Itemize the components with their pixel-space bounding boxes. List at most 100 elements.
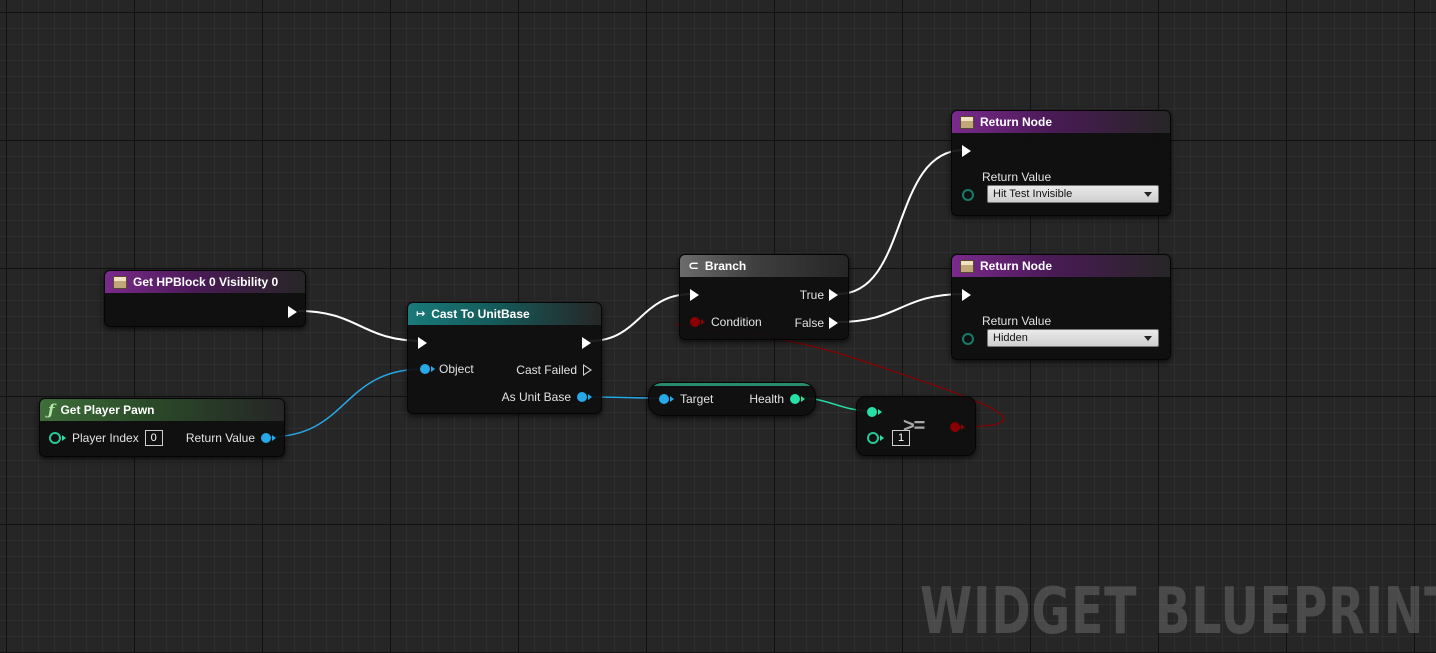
target-pin-icon[interactable] bbox=[659, 394, 669, 404]
health-pin-label: Health bbox=[749, 392, 784, 406]
node-header[interactable]: ↦ Cast To UnitBase bbox=[408, 303, 601, 325]
node-title: Get HPBlock 0 Visibility 0 bbox=[133, 275, 279, 289]
dropdown-value: Hidden bbox=[993, 332, 1028, 344]
object-pin-icon[interactable] bbox=[420, 364, 430, 374]
branch-exec-in-pin-row[interactable] bbox=[690, 287, 699, 303]
pin-arrow-icon bbox=[880, 435, 884, 441]
health-pin-icon[interactable] bbox=[790, 394, 800, 404]
node-title: Return Node bbox=[980, 259, 1052, 273]
return-value-label: Return Value bbox=[982, 170, 1052, 184]
compare-a-pin-row[interactable] bbox=[867, 404, 882, 420]
node-header[interactable]: Return Node bbox=[952, 255, 1170, 277]
return-value-label: Return Value bbox=[982, 314, 1052, 328]
return-node-hit-test-invisible[interactable]: Return Node Return Value Hit Test Invisi… bbox=[951, 110, 1171, 216]
chevron-down-icon bbox=[1144, 192, 1152, 197]
exec-in-pin-icon[interactable] bbox=[962, 289, 971, 301]
greater-equal-compare-node[interactable]: 1 >= bbox=[856, 396, 976, 456]
exec-out-pin-icon[interactable] bbox=[582, 337, 591, 349]
exec-wire-cast-to-branch[interactable] bbox=[589, 293, 693, 342]
node-title: Return Node bbox=[980, 115, 1052, 129]
true-pin-row[interactable]: True bbox=[800, 287, 838, 303]
cast-failed-label: Cast Failed bbox=[516, 363, 577, 377]
return-value-dropdown[interactable]: Hidden bbox=[987, 329, 1159, 347]
pin-arrow-icon bbox=[670, 396, 674, 402]
exec-out-pin-icon[interactable] bbox=[288, 306, 297, 318]
get-hpblock-visibility-node[interactable]: Get HPBlock 0 Visibility 0 bbox=[104, 270, 306, 327]
pin-arrow-icon bbox=[961, 424, 965, 430]
branch-node[interactable]: ⊂ Branch Condition True False bbox=[679, 254, 849, 340]
compare-result-pin-row[interactable] bbox=[950, 419, 965, 435]
false-pin-label: False bbox=[794, 316, 824, 330]
exec-in-pin-row[interactable] bbox=[418, 335, 427, 351]
condition-pin-icon[interactable] bbox=[690, 317, 700, 327]
return-value-label-row: Return Value bbox=[982, 169, 1051, 185]
player-index-pin-icon[interactable] bbox=[49, 432, 61, 444]
branch-icon: ⊂ bbox=[688, 258, 699, 273]
pin-arrow-icon bbox=[272, 435, 276, 441]
cast-to-unitbase-node[interactable]: ↦ Cast To UnitBase Object Cast Failed As… bbox=[407, 302, 602, 414]
return-value-pin-row[interactable] bbox=[962, 331, 974, 347]
return-value-label-row: Return Value bbox=[982, 313, 1051, 329]
exec-in-pin-icon[interactable] bbox=[418, 337, 427, 349]
health-pin-row[interactable]: Health bbox=[749, 391, 805, 407]
compare-b-input[interactable]: 1 bbox=[892, 430, 910, 446]
exec-wire-true-to-return1[interactable] bbox=[837, 149, 965, 295]
pin-arrow-icon bbox=[431, 366, 435, 372]
object-pin-label: Object bbox=[439, 362, 474, 376]
player-index-input[interactable]: 0 bbox=[144, 430, 163, 446]
as-unit-base-label: As Unit Base bbox=[501, 390, 571, 404]
node-title: Get Player Pawn bbox=[60, 403, 155, 417]
pin-arrow-icon bbox=[62, 435, 66, 441]
as-unit-base-pin-row[interactable]: As Unit Base bbox=[502, 389, 592, 405]
exec-out-pin-row[interactable] bbox=[582, 335, 591, 351]
exec-wire-entry-to-cast[interactable] bbox=[297, 310, 425, 342]
cast-failed-exec-pin-icon[interactable] bbox=[583, 364, 592, 376]
compare-operator: >= bbox=[903, 415, 925, 437]
return-value-dropdown[interactable]: Hit Test Invisible bbox=[987, 185, 1159, 203]
get-player-pawn-node[interactable]: ƒ Get Player Pawn Player Index 0 Return … bbox=[39, 398, 285, 457]
exec-in-pin-row[interactable] bbox=[962, 143, 971, 159]
node-title: Cast To UnitBase bbox=[431, 307, 530, 321]
condition-pin-row[interactable]: Condition bbox=[690, 314, 762, 330]
exec-in-pin-row[interactable] bbox=[962, 287, 971, 303]
player-index-pin-row[interactable]: Player Index 0 bbox=[49, 430, 163, 446]
widget-blueprint-watermark: WIDGET BLUEPRINT bbox=[920, 575, 1436, 649]
true-exec-pin-icon[interactable] bbox=[829, 289, 838, 301]
exec-out-pin-row[interactable] bbox=[288, 304, 297, 320]
return-value-label: Return Value bbox=[185, 431, 255, 445]
node-header[interactable]: ⊂ Branch bbox=[680, 255, 848, 277]
exec-in-pin-icon[interactable] bbox=[690, 289, 699, 301]
health-getter-node[interactable]: Target Health bbox=[648, 382, 816, 416]
node-header[interactable]: Get HPBlock 0 Visibility 0 bbox=[105, 271, 305, 293]
object-pin-row[interactable]: Object bbox=[420, 361, 474, 377]
dropdown-value: Hit Test Invisible bbox=[993, 188, 1073, 200]
pin-arrow-icon bbox=[588, 394, 592, 400]
cast-icon: ↦ bbox=[416, 308, 426, 320]
return-value-pin-icon[interactable] bbox=[962, 189, 974, 201]
node-header[interactable]: ƒ Get Player Pawn bbox=[40, 399, 284, 421]
compare-a-pin-icon[interactable] bbox=[867, 407, 877, 417]
compare-b-pin-icon[interactable] bbox=[867, 432, 879, 444]
return-icon bbox=[960, 259, 974, 273]
exec-in-pin-icon[interactable] bbox=[962, 145, 971, 157]
chevron-down-icon bbox=[1144, 336, 1152, 341]
target-pin-row[interactable]: Target bbox=[659, 391, 713, 407]
return-value-pin-icon[interactable] bbox=[962, 333, 974, 345]
return-value-pin-icon[interactable] bbox=[261, 433, 271, 443]
compare-result-pin-icon[interactable] bbox=[950, 422, 960, 432]
node-header[interactable]: Return Node bbox=[952, 111, 1170, 133]
compare-b-pin-row[interactable]: 1 bbox=[867, 430, 910, 446]
exec-wire-false-to-return2[interactable] bbox=[837, 293, 965, 323]
cast-failed-pin-row[interactable]: Cast Failed bbox=[516, 362, 592, 378]
pin-arrow-icon bbox=[878, 409, 882, 415]
condition-pin-label: Condition bbox=[711, 315, 762, 329]
return-value-pin-row[interactable]: Return Value bbox=[186, 430, 276, 446]
as-unit-base-pin-icon[interactable] bbox=[577, 392, 587, 402]
false-exec-pin-icon[interactable] bbox=[829, 317, 838, 329]
object-wire-pawn-to-cast[interactable] bbox=[267, 368, 425, 438]
return-node-hidden[interactable]: Return Node Return Value Hidden bbox=[951, 254, 1171, 360]
true-pin-label: True bbox=[799, 288, 824, 302]
pin-arrow-icon bbox=[701, 319, 705, 325]
return-value-pin-row[interactable] bbox=[962, 187, 974, 203]
false-pin-row[interactable]: False bbox=[795, 315, 838, 331]
